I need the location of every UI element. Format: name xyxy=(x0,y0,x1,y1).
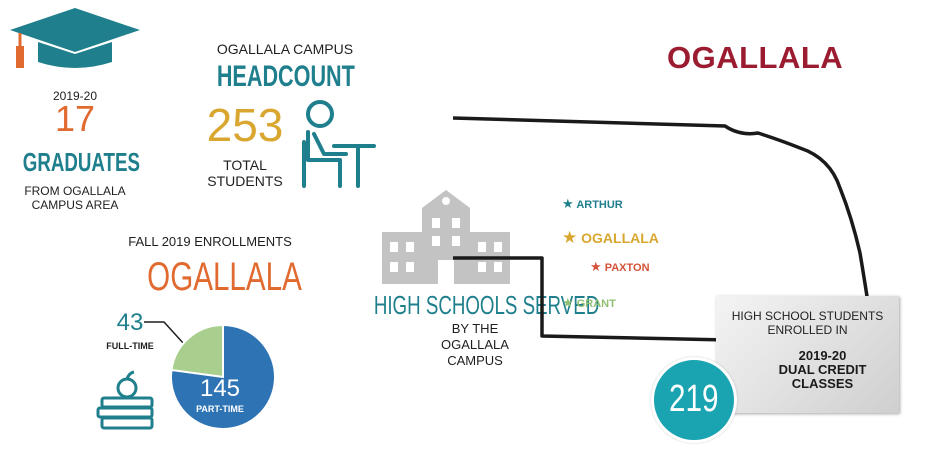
full-time-label: FULL-TIME xyxy=(106,341,154,351)
student-desk-icon xyxy=(298,98,378,190)
enrollments-campus: OGALLALA xyxy=(147,255,302,299)
books-apple-icon xyxy=(96,368,158,430)
dual-credit-bold3: CLASSES xyxy=(791,376,854,391)
town-arthur: ★ ARTHUR xyxy=(562,196,623,212)
town-paxton: ★ PAXTON xyxy=(590,259,650,275)
graduates-year: 2019-20 xyxy=(52,89,98,103)
full-time-leader xyxy=(144,318,194,348)
dual-credit-count-wrap: 219 xyxy=(654,378,734,421)
headcount-label-wrap: HEADCOUNT xyxy=(190,60,380,94)
high-schools-caption-line2: OGALLALA xyxy=(441,337,509,352)
town-ogallala: ★ OGALLALA xyxy=(562,228,659,248)
high-schools-caption: BY THE OGALLALA CAMPUS xyxy=(425,321,525,369)
graduates-label-wrap: GRADUATES xyxy=(0,147,150,179)
school-building-icon xyxy=(380,188,512,284)
graduates-caption-line1: FROM OGALLALA xyxy=(24,184,126,198)
high-schools-caption-line1: BY THE xyxy=(451,321,499,336)
dual-credit-caption: HIGH SCHOOL STUDENTS ENROLLED IN xyxy=(716,309,899,337)
dual-credit-bold1: 2019-20 xyxy=(798,348,847,363)
star-icon: ★ xyxy=(562,196,574,211)
part-time-count: 145 xyxy=(199,375,241,402)
nebraska-map-outline xyxy=(440,108,880,358)
full-time-count: 43 xyxy=(116,309,144,336)
pie-slice-full-time xyxy=(170,323,224,379)
dual-credit-line2: ENROLLED IN xyxy=(767,323,848,337)
graduation-cap-icon xyxy=(8,2,143,74)
enrollments-heading: FALL 2019 ENROLLMENTS xyxy=(128,234,292,249)
pie-slice-part-time xyxy=(170,323,276,430)
graduates-count: 17 xyxy=(54,98,96,139)
town-arthur-label: ARTHUR xyxy=(576,199,623,211)
town-ogallala-label: OGALLALA xyxy=(581,230,659,246)
graduates-label: GRADUATES xyxy=(22,147,140,177)
town-grant-label: GRANT xyxy=(576,298,616,310)
dual-credit-count-circle: 219 xyxy=(651,357,737,443)
dual-credit-bold2: DUAL CREDIT xyxy=(778,362,867,377)
high-schools-caption-line3: CAMPUS xyxy=(447,353,503,368)
headcount-caption-line2: STUDENTS xyxy=(207,173,283,189)
high-schools-label: HIGH SCHOOLS SERVED xyxy=(373,290,600,320)
graduates-caption: FROM OGALLALA CAMPUS AREA xyxy=(5,184,145,212)
star-icon: ★ xyxy=(562,295,574,310)
part-time-label: PART-TIME xyxy=(196,404,244,414)
enrollments-campus-wrap: OGALLALA xyxy=(120,255,302,300)
star-icon: ★ xyxy=(562,228,578,247)
graduates-caption-line2: CAMPUS AREA xyxy=(31,198,119,212)
headcount-label: HEADCOUNT xyxy=(216,60,355,93)
town-paxton-label: PAXTON xyxy=(604,262,650,274)
dual-credit-line1: HIGH SCHOOL STUDENTS xyxy=(731,309,884,323)
star-icon: ★ xyxy=(590,259,602,274)
high-schools-label-wrap: HIGH SCHOOLS SERVED xyxy=(330,290,599,321)
headcount-count: 253 xyxy=(206,99,284,151)
page-title: OGALLALA xyxy=(667,40,844,75)
dual-credit-box: HIGH SCHOOL STUDENTS ENROLLED IN 2019-20… xyxy=(716,296,899,413)
headcount-caption-line1: TOTAL xyxy=(223,157,267,173)
headcount-caption: TOTAL STUDENTS xyxy=(195,157,295,189)
enrollment-pie-chart xyxy=(170,323,276,430)
dual-credit-count: 219 xyxy=(669,378,719,420)
dual-credit-bold: 2019-20 DUAL CREDIT CLASSES xyxy=(746,349,899,391)
town-grant: ★ GRANT xyxy=(562,295,616,311)
headcount-campus: OGALLALA CAMPUS xyxy=(216,41,354,57)
